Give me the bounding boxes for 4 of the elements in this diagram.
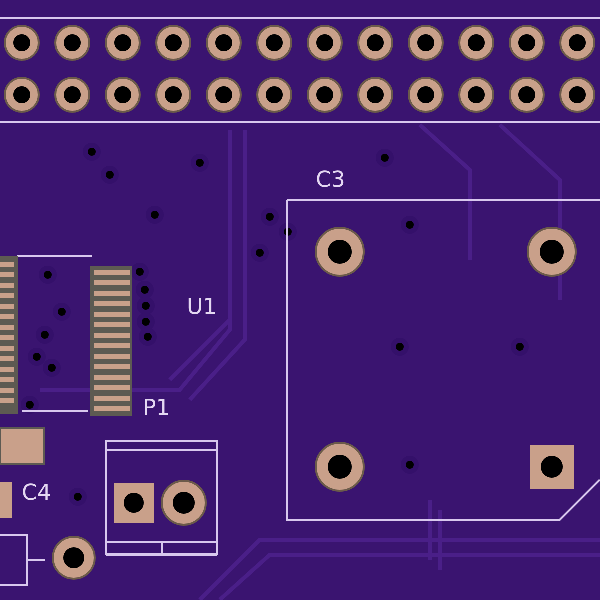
reference-designator: P1	[143, 398, 170, 420]
reference-designator: U1	[187, 297, 218, 319]
reference-designator: C3	[316, 170, 346, 192]
reference-designator: C4	[22, 483, 52, 505]
